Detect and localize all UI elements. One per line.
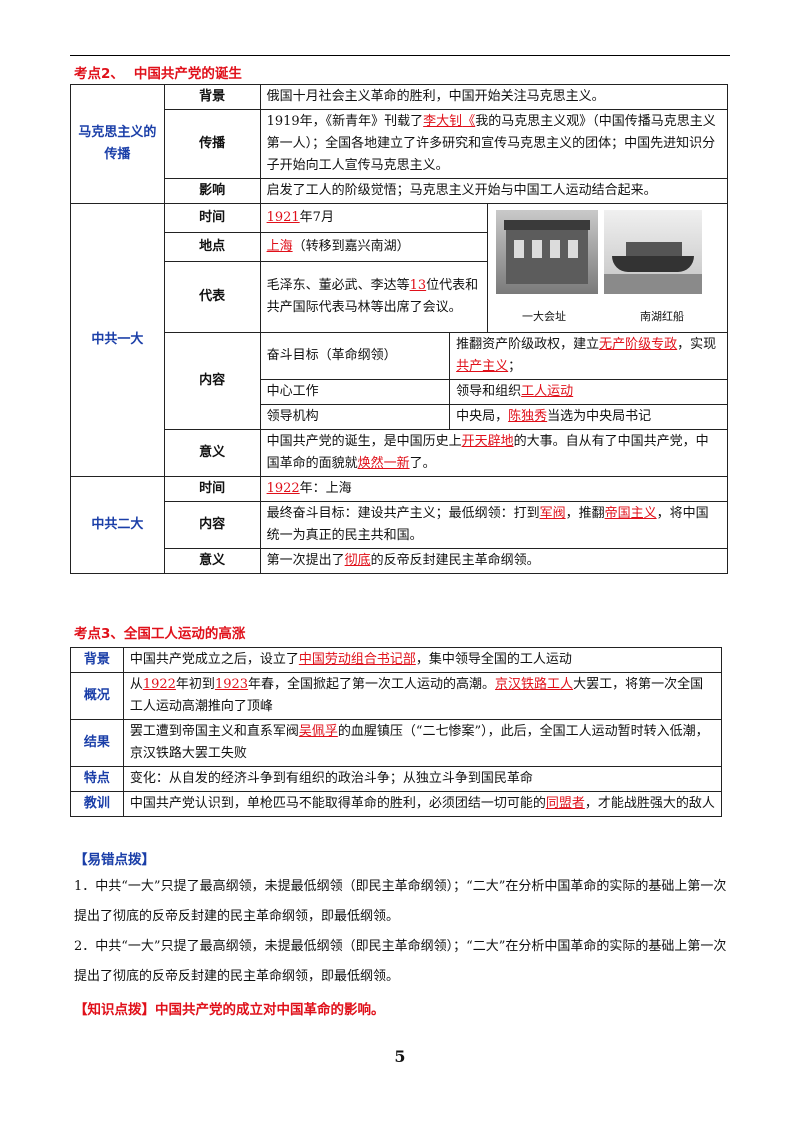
section-2-title: 考点2、中国共产党的诞生 <box>74 66 242 82</box>
work-text: 领导和组织工人运动 <box>449 379 728 405</box>
congress-site-photo <box>496 210 599 294</box>
congress-photos: 一大会址 南湖红船 <box>487 203 728 333</box>
marx-background-text: 俄国十月社会主义革命的胜利，中国开始关注马克思主义。 <box>259 84 729 110</box>
org-label: 领导机构 <box>259 404 451 430</box>
second-congress-time: 1922年：上海 <box>259 476 729 502</box>
first-congress-representatives: 毛泽东、董必武、李达等13位代表和共产国际代表马林等出席了会议。 <box>259 261 489 333</box>
photo-caption-boat: 南湖红船 <box>640 310 685 323</box>
knowledge-tip: 【知识点拨】中国共产党的成立对中国革命的影响。 <box>74 1002 385 1018</box>
label-feature: 特点 <box>70 766 124 792</box>
first-congress-time: 1921年7月 <box>259 203 489 233</box>
note-paragraph-2: 2．中共“一大”只提了最高纲领，未提最低纲领（即民主革命纲领）；“二大”在分析中… <box>74 939 727 984</box>
photo-caption-site: 一大会址 <box>522 310 567 323</box>
work-label: 中心工作 <box>259 379 451 405</box>
label-place: 地点 <box>163 232 261 262</box>
label-time: 时间 <box>163 203 261 233</box>
labor-movement-table: 背景 中国共产党成立之后，设立了中国劳动组合书记部，集中领导全国的工人运动 概况… <box>70 647 723 817</box>
red-boat-photo <box>604 210 703 294</box>
label-spread: 传播 <box>163 109 261 179</box>
labor-background: 中国共产党成立之后，设立了中国劳动组合书记部，集中领导全国的工人运动 <box>122 647 723 673</box>
labor-result: 罢工遭到帝国主义和直系军阀吴佩孚的血腥镇压（“二七惨案”），此后，全国工人运动暂… <box>122 719 723 767</box>
error-tips-title: 【易错点拨】 <box>74 852 155 868</box>
labor-feature: 变化：从自发的经济斗争到有组织的政治斗争；从独立斗争到国民革命 <box>122 766 723 792</box>
note-paragraph-1: 1．中共“一大”只提了最高纲领，未提最低纲领（即民主革命纲领）；“二大”在分析中… <box>74 879 727 924</box>
label-meaning-2: 意义 <box>163 548 261 574</box>
first-congress-meaning: 中国共产党的诞生，是中国历史上开天辟地的大事。自从有了中国共产党，中国革命的面貌… <box>259 429 729 477</box>
label-content-2: 内容 <box>163 501 261 549</box>
marx-impact-text: 启发了工人的阶级觉悟；马克思主义开始与中国工人运动结合起来。 <box>259 178 729 204</box>
goal-text: 推翻资产阶级政权，建立无产阶级专政，实现共产主义； <box>449 332 728 380</box>
labor-overview: 从1922年初到1923年春，全国掀起了第一次工人运动的高潮。京汉铁路工人大罢工… <box>122 672 723 720</box>
first-congress-place: 上海（转移到嘉兴南湖） <box>259 232 489 262</box>
label-impact: 影响 <box>163 178 261 204</box>
party-founding-table: 马克思主义的传播 背景 俄国十月社会主义革命的胜利，中国开始关注马克思主义。 传… <box>70 84 729 574</box>
category-first-congress: 中共一大 <box>70 203 165 477</box>
marx-spread-text: 1919年，《新青年》刊载了李大钊《我的马克思主义观》（中国传播马克思主义第一人… <box>259 109 729 179</box>
label-result: 结果 <box>70 719 124 767</box>
labor-lesson: 中国共产党认识到，单枪匹马不能取得革命的胜利，必须团结一切可能的同盟者，才能战胜… <box>122 791 723 817</box>
category-marx: 马克思主义的传播 <box>70 84 165 204</box>
org-text: 中央局，陈独秀当选为中央局书记 <box>449 404 728 430</box>
label-representatives: 代表 <box>163 261 261 333</box>
label-background: 背景 <box>163 84 261 110</box>
label-content: 内容 <box>163 332 261 430</box>
header-rule <box>70 55 730 56</box>
label-bg: 背景 <box>70 647 124 673</box>
label-meaning: 意义 <box>163 429 261 477</box>
section-3-title: 考点3、全国工人运动的高涨 <box>74 626 246 642</box>
second-congress-content: 最终奋斗目标：建设共产主义；最低纲领：打到军阀，推翻帝国主义，将中国统一为真正的… <box>259 501 729 549</box>
category-second-congress: 中共二大 <box>70 476 165 574</box>
label-time-2: 时间 <box>163 476 261 502</box>
label-lesson: 教训 <box>70 791 124 817</box>
second-congress-meaning: 第一次提出了彻底的反帝反封建民主革命纲领。 <box>259 548 729 574</box>
page-number: 5 <box>394 1047 406 1066</box>
goal-label: 奋斗目标（革命纲领） <box>259 332 451 380</box>
label-overview: 概况 <box>70 672 124 720</box>
